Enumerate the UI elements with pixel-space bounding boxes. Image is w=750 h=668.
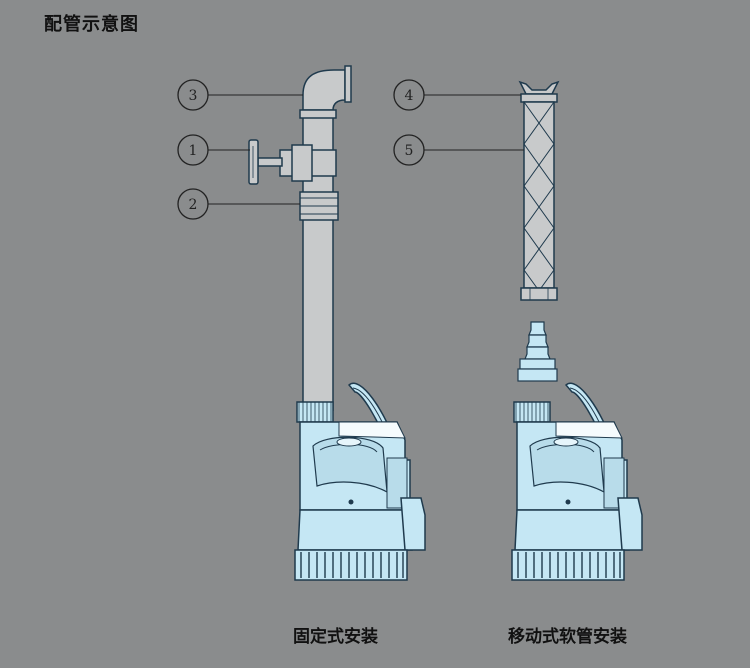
hose: [520, 101, 558, 301]
gate-valve: [248, 139, 337, 185]
callout-3: 3: [177, 79, 303, 111]
callout-label: 5: [405, 143, 414, 159]
callout-label: 3: [189, 88, 198, 104]
pump-fixed: [294, 382, 426, 581]
callout-label: 2: [189, 197, 198, 213]
callout-2: 2: [177, 188, 300, 220]
page-title: 配管示意图: [44, 14, 139, 35]
callout-label: 1: [189, 143, 198, 159]
mobile-installation: [511, 80, 643, 581]
pump-mobile: [511, 382, 643, 581]
union-fitting: [299, 191, 339, 221]
hose-barb-adapter: [517, 321, 558, 382]
caption-mobile-installation: 移动式软管安装: [508, 627, 627, 647]
hose-coupling: [518, 80, 560, 103]
fixed-installation: [248, 65, 426, 581]
callout-label: 4: [405, 88, 414, 104]
callout-5: 5: [393, 134, 524, 166]
callout-1: 1: [177, 134, 250, 166]
callout-4: 4: [393, 79, 521, 111]
caption-fixed-installation: 固定式安装: [293, 627, 378, 647]
elbow: [302, 69, 346, 111]
